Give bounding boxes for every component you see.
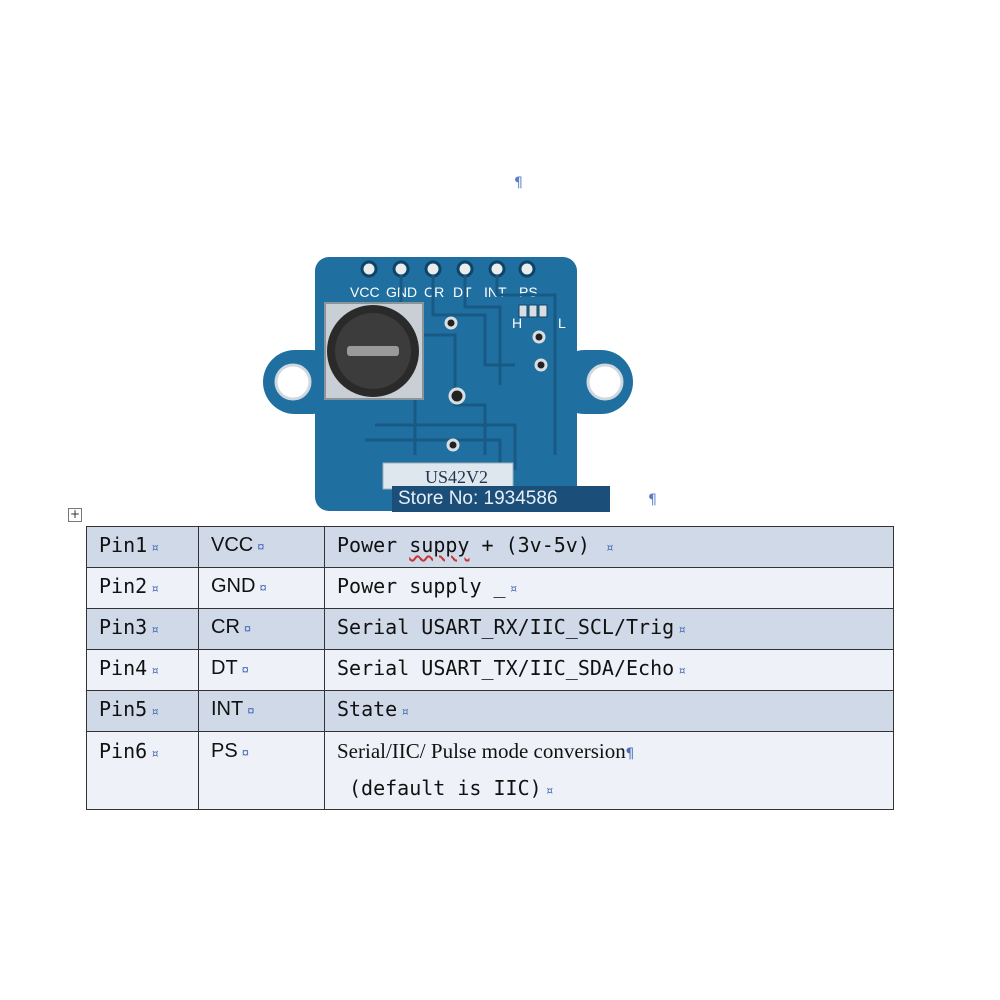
cell-end-mark: ¤ [151, 582, 159, 597]
cell-end-mark: ¤ [151, 664, 159, 679]
pin-number: Pin2 [99, 574, 148, 598]
pin-number-cell: Pin1¤ [86, 526, 199, 568]
pin-number: Pin6 [99, 739, 148, 763]
pin-table: Pin1¤ VCC¤ Power suppy + (3v-5v) ¤ Pin2¤… [86, 526, 894, 810]
pin-number-cell: Pin2¤ [86, 567, 199, 609]
pin-desc-cell: Power supply _¤ [324, 567, 894, 609]
paragraph-mark: ¶ [625, 746, 635, 762]
model-label: US42V2 [425, 467, 488, 487]
pin-name-cell: CR¤ [198, 608, 325, 650]
mounting-hole-right [586, 363, 624, 401]
table-row: Pin2¤ GND¤ Power supply _¤ [86, 567, 894, 609]
cell-end-mark: ¤ [509, 582, 518, 597]
table-row: Pin3¤ CR¤ Serial USART_RX/IIC_SCL/Trig¤ [86, 608, 894, 650]
store-watermark: Store No: 1934586 [392, 486, 610, 512]
paragraph-mark: ¶ [514, 175, 523, 191]
table-row: Pin4¤ DT¤ Serial USART_TX/IIC_SDA/Echo¤ [86, 649, 894, 691]
cell-end-mark: ¤ [151, 623, 159, 638]
mounting-hole-left [274, 363, 312, 401]
cell-end-mark: ¤ [247, 703, 255, 718]
pin-desc-cell: Power suppy + (3v-5v) ¤ [324, 526, 894, 568]
pin-name-cell: INT¤ [198, 690, 325, 732]
table-row: Pin1¤ VCC¤ Power suppy + (3v-5v) ¤ [86, 526, 894, 568]
pin-number-cell: Pin3¤ [86, 608, 199, 650]
cell-end-mark: ¤ [151, 541, 159, 556]
pin-name-cell: VCC¤ [198, 526, 325, 568]
jumper-label-h: H [512, 315, 522, 331]
pin-desc-cell: State¤ [324, 690, 894, 732]
pin-name-cell: PS¤ [198, 731, 325, 810]
pin-label-ps: PS [519, 284, 538, 300]
table-row: Pin6¤ PS¤ Serial/IIC/ Pulse mode convers… [86, 731, 894, 810]
paragraph-mark: ¶ [648, 492, 657, 508]
cell-end-mark: ¤ [241, 662, 249, 677]
pin-name: INT [211, 698, 244, 720]
pin-desc-cell: Serial USART_RX/IIC_SCL/Trig¤ [324, 608, 894, 650]
pin-name-cell: DT¤ [198, 649, 325, 691]
misspelled-word: suppy [409, 533, 470, 557]
pin-name: DT [211, 657, 238, 679]
pin-label-dt: DT [453, 284, 472, 300]
pin-number: Pin4 [99, 656, 148, 680]
pin-label-vcc: VCC [350, 284, 380, 300]
pin-name: VCC [211, 534, 254, 556]
pin-name: PS [211, 740, 238, 762]
potentiometer-slot [347, 346, 399, 356]
cell-end-mark: ¤ [151, 747, 159, 762]
pin-number: Pin5 [99, 697, 148, 721]
pin-name: GND [211, 575, 256, 597]
model-label-plate [382, 462, 514, 490]
jumper-label-l: L [558, 315, 566, 331]
pin-number-cell: Pin4¤ [86, 649, 199, 691]
cell-end-mark: ¤ [605, 541, 614, 556]
pin-name: CR [211, 616, 240, 638]
cell-end-mark: ¤ [151, 705, 159, 720]
cell-end-mark: ¤ [259, 580, 267, 595]
pin-desc-cell: Serial USART_TX/IIC_SDA/Echo¤ [324, 649, 894, 691]
pin-name-cell: GND¤ [198, 567, 325, 609]
cell-end-mark: ¤ [257, 539, 265, 554]
table-move-handle[interactable]: + [68, 507, 82, 522]
cell-end-mark: ¤ [241, 745, 249, 760]
pin-number-cell: Pin5¤ [86, 690, 199, 732]
pin-desc-cell: Serial/IIC/ Pulse mode conversion¶(defau… [324, 731, 894, 810]
pin-number: Pin1 [99, 533, 148, 557]
pin-number: Pin3 [99, 615, 148, 639]
cell-end-mark: ¤ [545, 784, 554, 799]
cell-end-mark: ¤ [678, 664, 686, 679]
sensor-board-photo: VCC GND CR DT INT PS H L US42V2 [255, 255, 635, 513]
cell-end-mark: ¤ [243, 621, 252, 636]
cell-end-mark: ¤ [678, 623, 686, 638]
cell-end-mark: ¤ [401, 705, 410, 720]
table-row: Pin5¤ INT¤ State¤ [86, 690, 894, 732]
pin-number-cell: Pin6¤ [86, 731, 199, 810]
